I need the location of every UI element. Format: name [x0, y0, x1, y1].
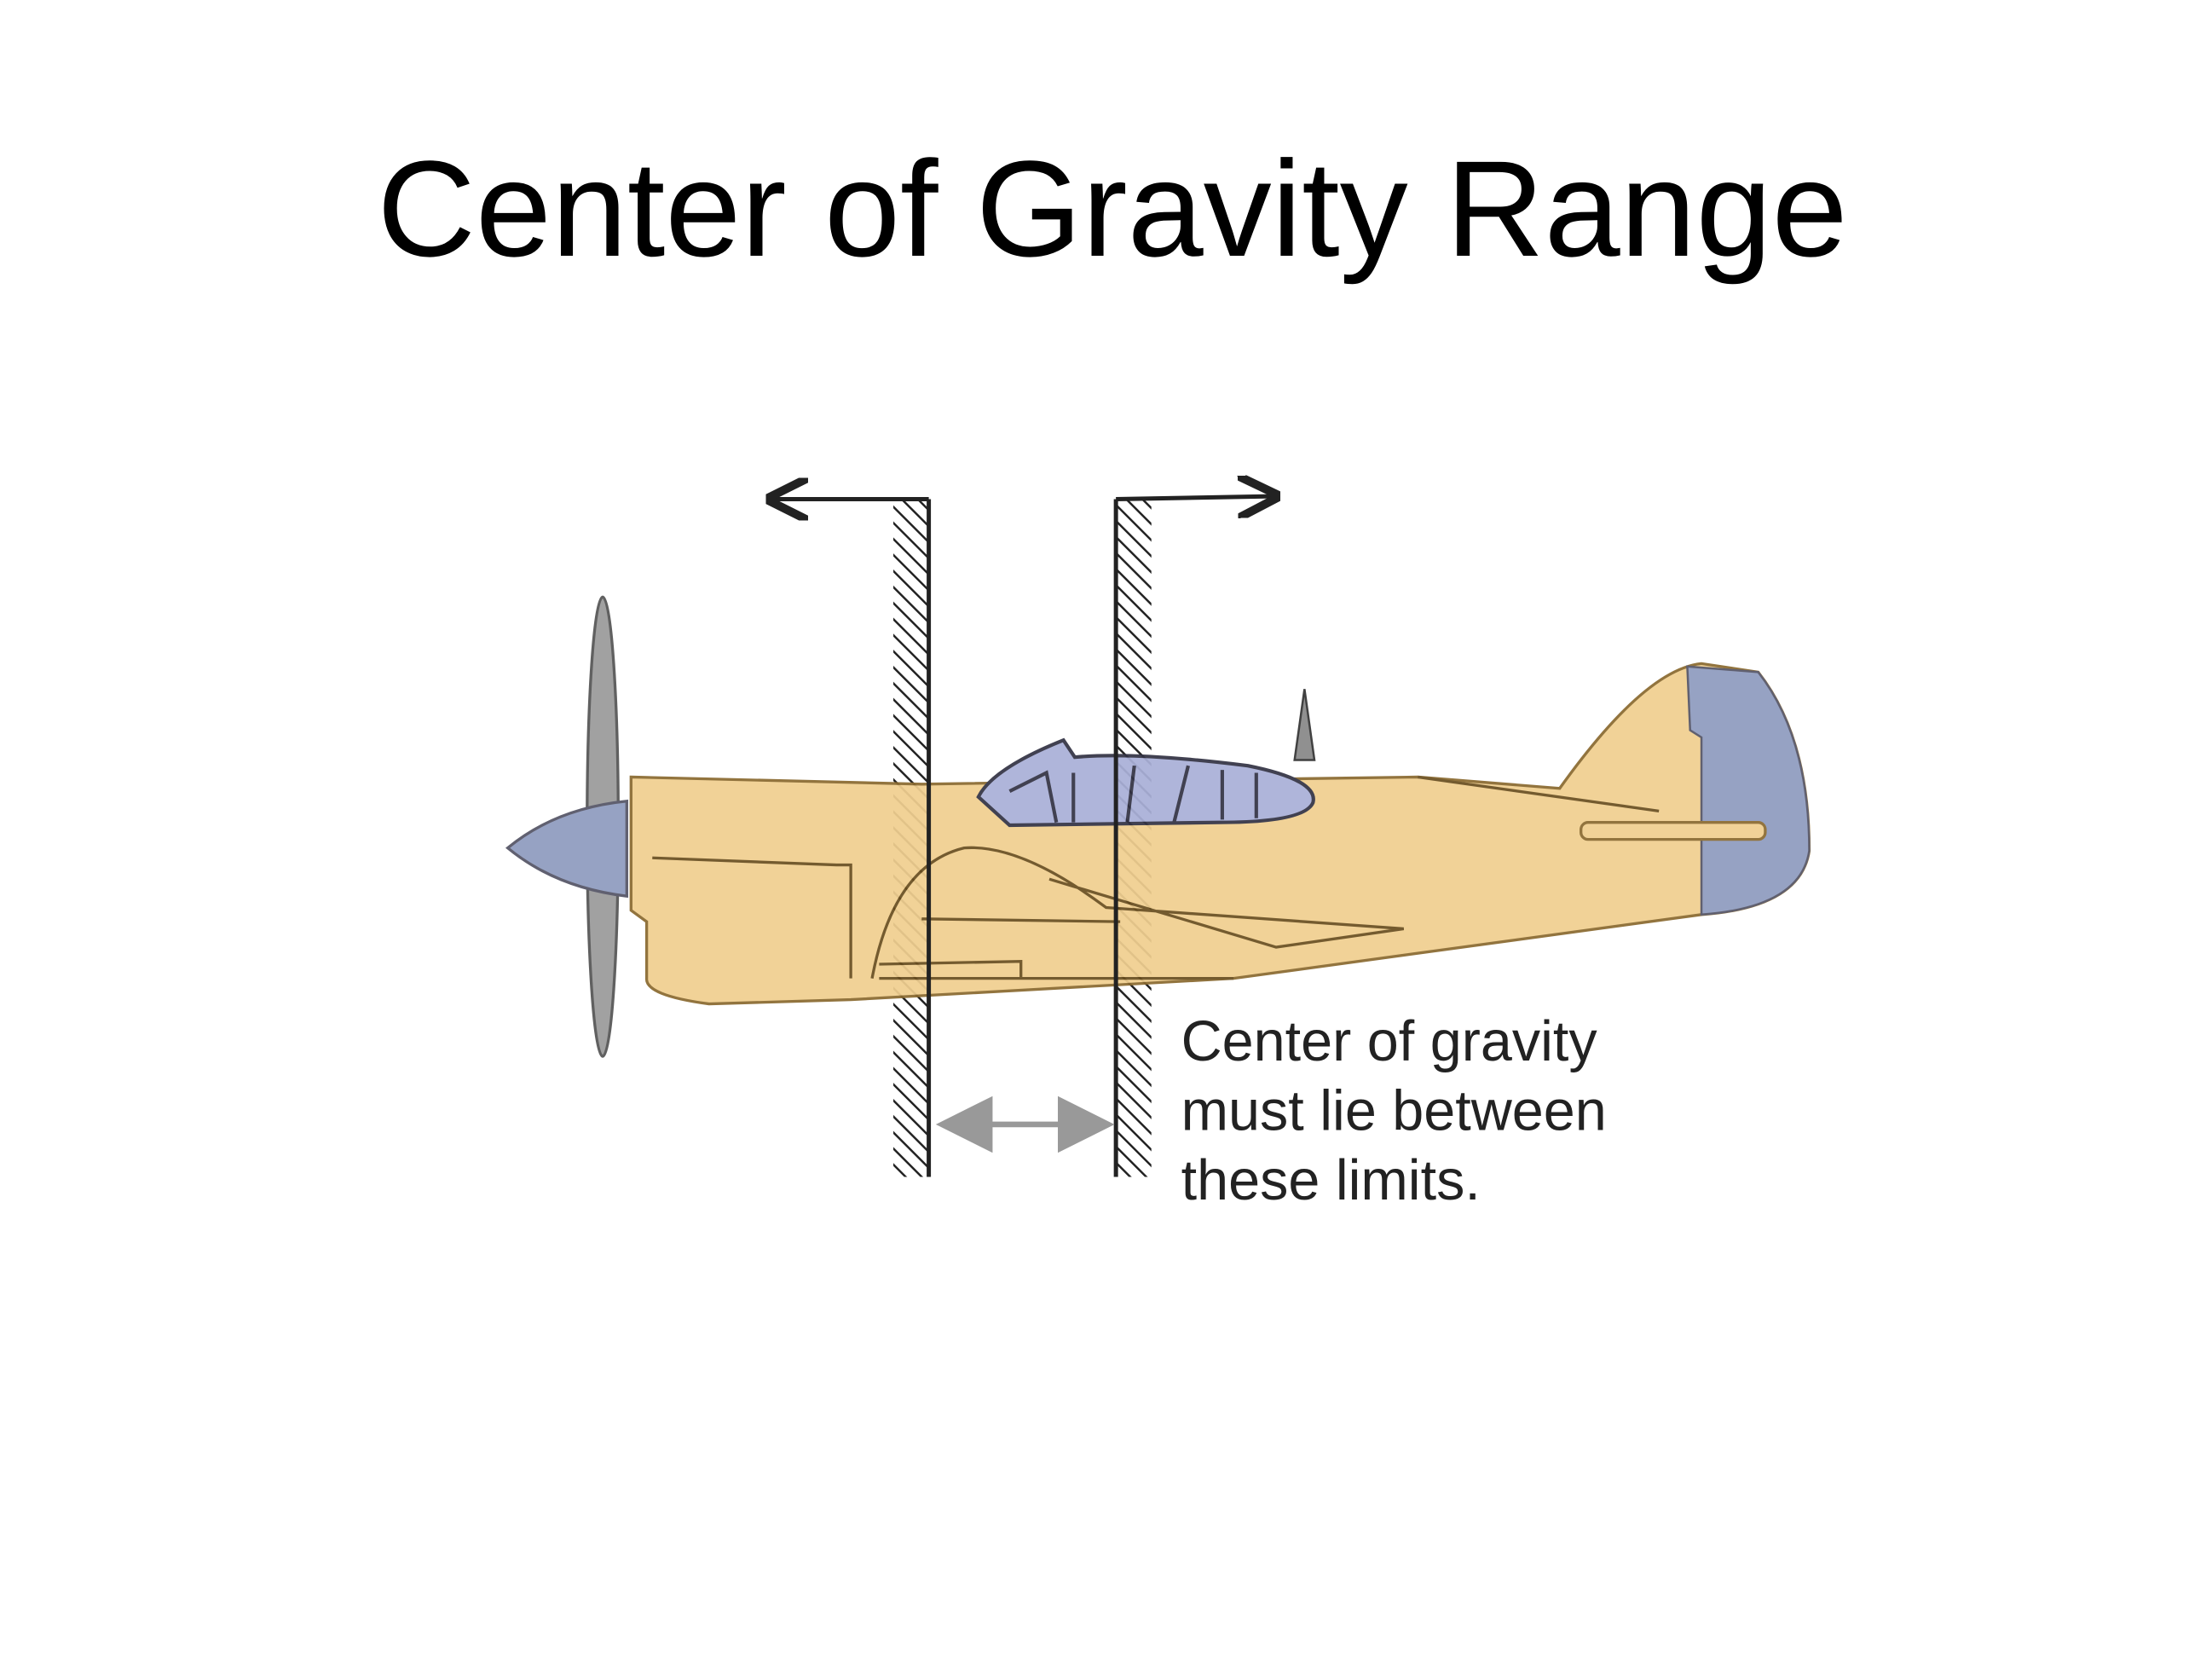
antenna-mast — [1293, 689, 1316, 761]
spinner — [505, 799, 628, 899]
slide-title: Center of Gravity Range — [377, 132, 1848, 285]
rudder — [1686, 665, 1811, 916]
caption-line-2: must lie between — [1181, 1080, 1607, 1143]
canopy — [976, 737, 1315, 828]
caption-line-1: Center of gravity — [1181, 1010, 1598, 1073]
caption-line-3: these limits. — [1181, 1149, 1481, 1212]
horizontal-stabilizer — [1580, 821, 1767, 841]
aft-arrow — [1116, 496, 1272, 499]
airplane — [505, 595, 1811, 1058]
